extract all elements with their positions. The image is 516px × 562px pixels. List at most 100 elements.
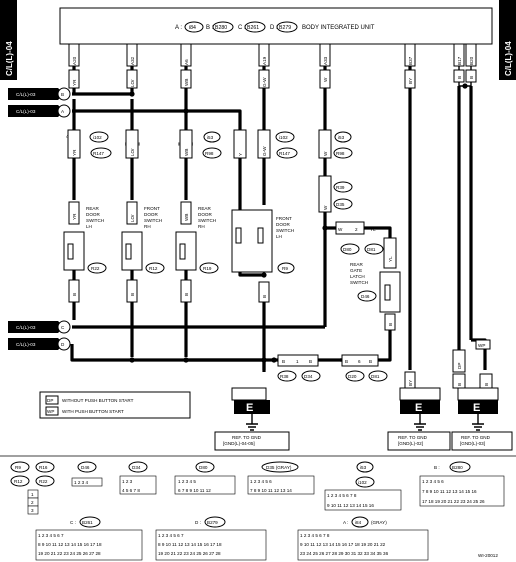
svg-text:WB: WB (184, 214, 189, 221)
conn-r147-left: R147 (93, 151, 104, 156)
svg-text:B: B (309, 359, 312, 364)
unit-pin-a33: A33 (319, 43, 331, 67)
svg-text:REF. TO GND[GND(L)-04-05]: REF. TO GND[GND(L)-04-05] (223, 435, 262, 446)
conn-d80: D80 (343, 247, 352, 252)
svg-text:A20: A20 (72, 56, 77, 65)
svg-text:1: 1 (31, 492, 34, 497)
svg-text:D80: D80 (199, 465, 208, 470)
conn-i53-right: i53 (338, 135, 345, 140)
junctions (129, 83, 468, 363)
svg-text:B: B (484, 383, 489, 386)
svg-text:1 2 3 4 5 6: 1 2 3 4 5 6 (422, 479, 444, 484)
ref-r12: R12 (149, 266, 158, 271)
unit-pin-b17: B17 (453, 43, 465, 67)
svg-text:B: B (72, 293, 77, 296)
ref-r19: R19 (203, 266, 212, 271)
unit-pin-a32: A32 (126, 43, 138, 67)
svg-text:R12: R12 (14, 479, 23, 484)
svg-text:B: B (457, 383, 462, 386)
svg-text:7 8 9 10 11 12 13 14 15 16: 7 8 9 10 11 12 13 14 15 16 (422, 489, 477, 494)
unit-legend-c-code: B261 (247, 25, 259, 31)
ground-3: E REF. TO GND[GND(L)-03] (451, 387, 513, 451)
svg-text:WITHOUT PUSH BUTTON START: WITHOUT PUSH BUTTON START (62, 398, 134, 403)
sidebar-label-right: C/L(L)-04 (504, 41, 513, 76)
conn-d81b: D81 (371, 374, 380, 379)
svg-text:W: W (323, 205, 328, 210)
svg-text:YR: YR (72, 213, 77, 220)
bottom-inline-connectors: B 1 B R38 D34 B 6 B D20 D81 (277, 354, 388, 382)
svg-text:1 2 3 4 5 6 7: 1 2 3 4 5 6 7 (158, 533, 184, 538)
svg-text:2: 2 (31, 500, 34, 505)
svg-text:REF. TO GND[GND(L)-03]: REF. TO GND[GND(L)-03] (460, 435, 491, 446)
svg-text:i102: i102 (358, 480, 367, 485)
svg-text:LOr: LOr (130, 148, 135, 156)
svg-text:DP: DP (457, 363, 462, 369)
conn-r147-right: R147 (279, 151, 290, 156)
conn-d81: D81 (367, 247, 376, 252)
svg-text:W: W (323, 151, 328, 156)
svg-text:YL: YL (388, 256, 393, 262)
svg-text:1: 1 (296, 359, 299, 364)
ground-2: E REF. TO GND[GND(L)-02] (387, 387, 451, 451)
svg-text:1 2 3 4 5 6: 1 2 3 4 5 6 (250, 479, 272, 484)
svg-text:B279: B279 (207, 520, 218, 525)
conn-i102-left: i102 (93, 135, 102, 140)
svg-text:B: B (282, 359, 285, 364)
unit-pin-b37: B37 (404, 43, 416, 67)
svg-text:D :: D : (195, 520, 201, 525)
unit-legend-b: B : (206, 25, 214, 31)
unit-legend-c: C : (238, 25, 246, 31)
sidebar-tab: C/L(L)-04 (0, 0, 17, 80)
svg-text:(GRAY): (GRAY) (371, 520, 387, 525)
svg-text:C/L(L)-03: C/L(L)-03 (16, 92, 36, 97)
svg-text:B: B (130, 293, 135, 296)
svg-text:7 8 9 10 11 12 13 14: 7 8 9 10 11 12 13 14 (250, 488, 292, 493)
ref-d46: D46 (361, 294, 370, 299)
connector-pinouts: R9 R16 R12 R22 123 D46 1 2 3 4 D34 1 2 3… (10, 461, 505, 561)
svg-text:D46: D46 (81, 465, 90, 470)
unit-title: BODY INTEGRATED UNIT (302, 25, 375, 31)
svg-text:9 10 11 12 13 14 15 16: 9 10 11 12 13 14 15 16 (327, 503, 374, 508)
svg-text:1 2 3 4 5: 1 2 3 4 5 (178, 479, 196, 484)
svg-text:1 2 3 4 5 6 7 8: 1 2 3 4 5 6 7 8 (327, 493, 357, 498)
unit-legend-b-code: B280 (215, 25, 227, 31)
svg-text:C :: C : (70, 520, 76, 525)
svg-text:B: B (184, 293, 189, 296)
svg-text:A32: A32 (130, 56, 135, 65)
svg-text:G-W: G-W (262, 146, 267, 156)
svg-text:B37: B37 (408, 56, 413, 65)
ref-r22: R22 (91, 266, 100, 271)
svg-text:A33: A33 (323, 56, 328, 65)
svg-text:R16: R16 (39, 465, 48, 470)
svg-text:B: B (369, 359, 372, 364)
wire-labels-top: YR LOr WB G-W W BY B B (68, 69, 477, 89)
svg-text:YR: YR (72, 149, 77, 156)
svg-text:D34: D34 (132, 465, 141, 470)
svg-text:R22: R22 (39, 479, 48, 484)
svg-text:19 20 21 22 23 24 25 26 27 28: 19 20 21 22 23 24 25 26 27 28 (158, 551, 221, 556)
svg-text:B: B (469, 76, 474, 79)
svg-text:LOr: LOr (130, 79, 135, 87)
svg-text:A :: A : (343, 520, 348, 525)
conn-d20: D20 (348, 374, 357, 379)
footer-code: WI-20012 (478, 553, 498, 558)
svg-text:19 20 21 22 23 24 25 26 27 28: 19 20 21 22 23 24 25 26 27 28 (38, 551, 101, 556)
svg-text:LOr: LOr (130, 214, 135, 222)
ground-1: E REF. TO GND[GND(L)-04-05] (214, 387, 290, 451)
svg-text:4 5 6 7 8: 4 5 6 7 8 (122, 488, 140, 493)
dp-wp-tags: DP WP BY B B (404, 339, 493, 389)
svg-text:WB: WB (184, 79, 189, 86)
conn-r39: R39 (336, 185, 345, 190)
svg-text:E: E (473, 402, 480, 414)
svg-text:B17: B17 (457, 56, 462, 65)
svg-text:WP: WP (478, 343, 485, 348)
